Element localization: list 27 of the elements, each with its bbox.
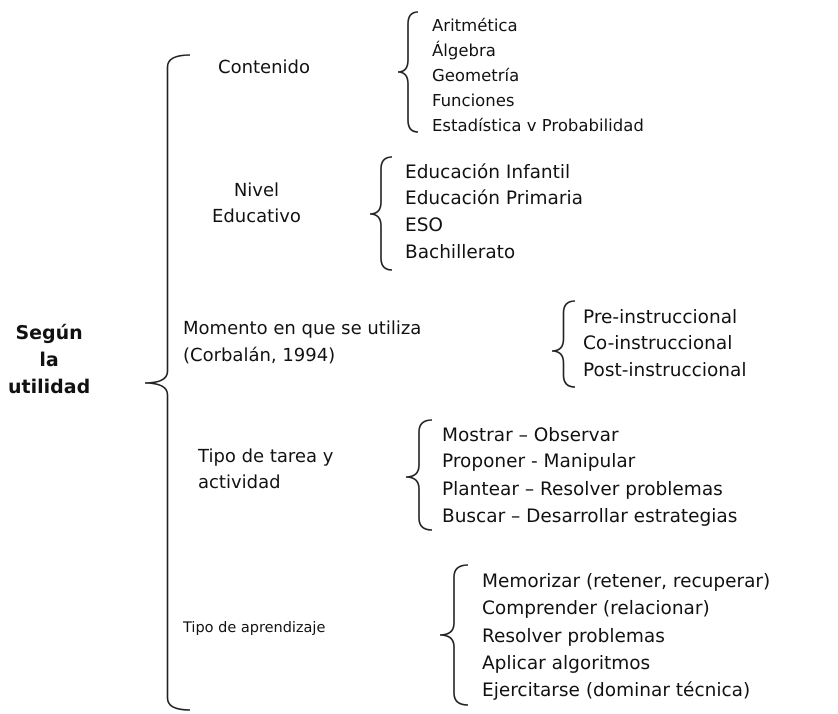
item-text: Resolver problemas (482, 624, 665, 648)
item-text: Geometría (432, 64, 520, 86)
item-text: Aritmética (432, 14, 518, 36)
category-label: Tipo de tarea y actividad (198, 445, 334, 495)
item-text: Estadística v Probabilidad (432, 114, 644, 136)
item-text: Bachillerato (405, 241, 516, 265)
item-text: ESO (405, 214, 443, 238)
item-text: Álgebra (432, 40, 496, 62)
item-text: Mostrar – Observar (442, 424, 619, 448)
category-label: Contenido (218, 56, 310, 80)
item-text: Post-instruccional (583, 359, 746, 383)
category-label: Nivel Educativo (212, 179, 301, 229)
item-text: Comprender (relacionar) (482, 596, 710, 620)
item-text: Pre-instruccional (583, 306, 738, 330)
category-label: Tipo de aprendizaje (183, 619, 326, 638)
item-text: Funciones (432, 90, 514, 112)
item-text: Proponer - Manipular (442, 450, 636, 474)
category-label: Momento en que se utiliza (Corbalán, 1994) (183, 316, 422, 368)
item-text: Memorizar (retener, recuperar) (482, 570, 770, 594)
item-text: Co-instruccional (583, 332, 732, 356)
heading: Según la utilidad (8, 320, 90, 400)
item-text: Ejercitarse (dominar técnica) (482, 678, 750, 702)
item-text: Plantear – Resolver problemas (442, 478, 723, 502)
item-text: Aplicar algoritmos (482, 652, 650, 676)
item-text: Buscar – Desarrollar estrategias (442, 505, 738, 529)
item-text: Educación Primaria (405, 187, 583, 211)
item-text: Educación Infantil (405, 161, 570, 185)
